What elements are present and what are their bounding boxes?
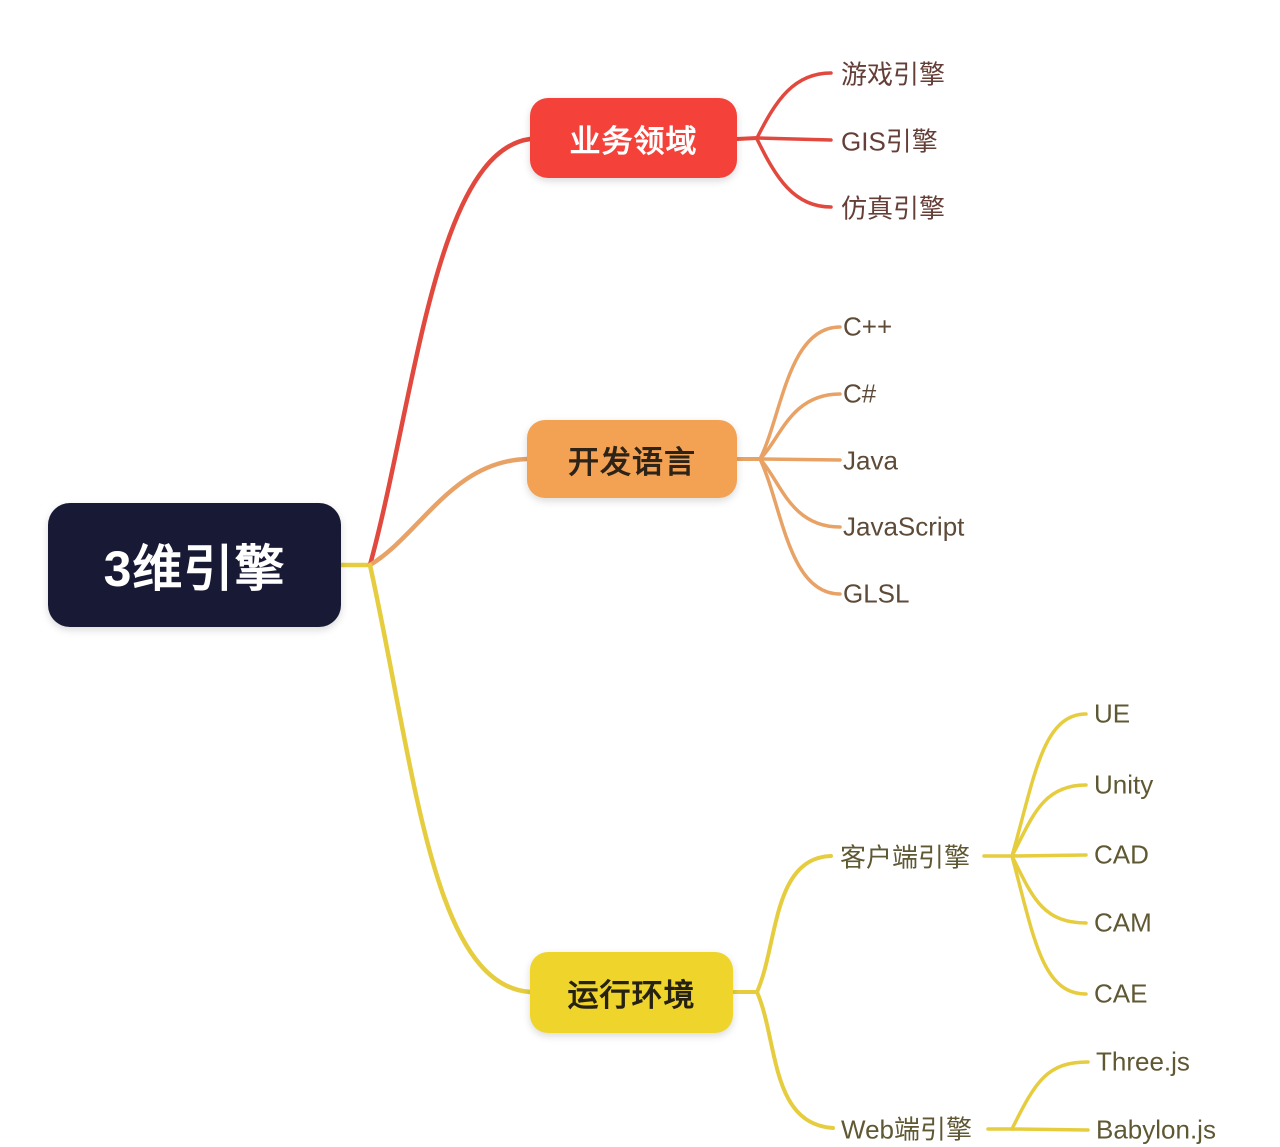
node-dev-language[interactable]: 开发语言: [527, 420, 737, 498]
node-runtime-env[interactable]: 运行环境: [530, 952, 733, 1033]
node-business-domain[interactable]: 业务领域: [530, 98, 737, 178]
connector-web-engine: [755, 990, 835, 1130]
leaf-csharp[interactable]: C#: [843, 378, 877, 409]
connector-cpp: [758, 325, 842, 461]
leaf-java[interactable]: Java: [843, 445, 898, 476]
connector-sim-engine: [755, 137, 833, 209]
connector-client-engine: [755, 854, 833, 994]
leaf-glsl[interactable]: GLSL: [843, 578, 910, 609]
leaf-babylonjs[interactable]: Babylon.js: [1096, 1114, 1216, 1145]
leaf-ue[interactable]: UE: [1094, 698, 1131, 729]
connector-ue: [1010, 712, 1088, 858]
leaf-gis-engine[interactable]: GIS引擎: [841, 126, 938, 157]
leaf-unity[interactable]: Unity: [1094, 769, 1154, 800]
connector-threejs: [1010, 1060, 1090, 1131]
connector-cad: [1010, 853, 1088, 858]
connector-javascript: [758, 457, 842, 529]
connector-java: [758, 457, 842, 462]
connector-root-business: [367, 136, 533, 568]
connector-game-engine: [755, 71, 833, 140]
connector-babylonjs: [1010, 1127, 1090, 1132]
connector-cam: [1010, 854, 1088, 925]
connector-root-language: [367, 456, 530, 568]
leaf-threejs[interactable]: Three.js: [1096, 1046, 1190, 1077]
leaf-cae[interactable]: CAE: [1094, 978, 1148, 1009]
leaf-cad[interactable]: CAD: [1094, 839, 1149, 870]
connector-business-stub: [735, 136, 759, 141]
connector-root-runtime: [367, 562, 533, 995]
leaf-cpp[interactable]: C++: [843, 311, 893, 342]
connector-gis-engine: [755, 136, 833, 142]
leaf-simulation-engine[interactable]: 仿真引擎: [841, 193, 946, 224]
leaf-cam[interactable]: CAM: [1094, 907, 1152, 938]
connector-unity: [1010, 783, 1088, 858]
root-node[interactable]: 3维引擎: [48, 503, 341, 627]
node-web-engine[interactable]: Web端引擎: [841, 1114, 972, 1145]
connector-glsl: [758, 457, 842, 596]
leaf-javascript[interactable]: JavaScript: [843, 511, 965, 542]
connector-csharp: [758, 392, 842, 461]
node-client-engine[interactable]: 客户端引擎: [840, 842, 971, 873]
leaf-game-engine[interactable]: 游戏引擎: [841, 59, 946, 90]
connector-cae: [1010, 854, 1088, 996]
